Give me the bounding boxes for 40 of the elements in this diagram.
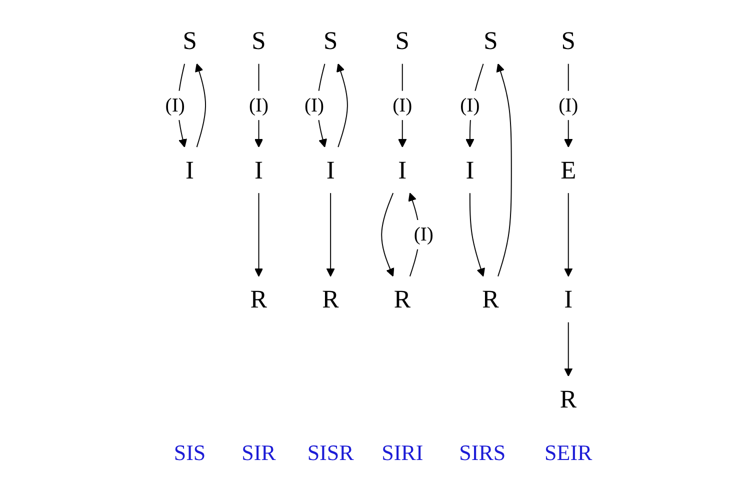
- state-letter: I: [254, 156, 263, 184]
- arrow: [254, 192, 264, 277]
- arrow: [564, 192, 573, 277]
- state-letter: I: [564, 285, 573, 314]
- state-letter: I: [326, 156, 335, 184]
- state-letter: I: [466, 156, 474, 184]
- state-letter: R: [394, 285, 411, 314]
- state-letter: S: [484, 26, 498, 56]
- edge-label: (I): [460, 90, 480, 120]
- model-name: SIRI: [382, 440, 424, 466]
- arrow: [496, 63, 512, 277]
- edge-label: (I): [558, 90, 578, 120]
- model-name: SIR: [242, 440, 276, 466]
- model-name: SISR: [307, 440, 354, 466]
- model-name: SEIR: [544, 440, 592, 466]
- arrow: [326, 192, 335, 277]
- state-letter: R: [482, 285, 500, 314]
- edge-label: (I): [165, 90, 185, 120]
- state-letter: I: [398, 156, 407, 184]
- state-letter: I: [186, 156, 194, 184]
- edge-label: (I): [248, 90, 269, 120]
- state-letter: S: [395, 26, 410, 56]
- state-letter: S: [182, 26, 197, 56]
- arrow: [336, 63, 348, 148]
- model-name: SIRS: [459, 440, 506, 466]
- state-letter: R: [560, 384, 577, 414]
- state-letter: S: [252, 26, 266, 56]
- edge-label: (I): [392, 90, 412, 120]
- state-letter: R: [322, 285, 340, 314]
- edge-label: (I): [414, 220, 434, 250]
- arrow: [381, 192, 394, 277]
- arrow: [195, 63, 206, 148]
- arrow: [469, 192, 485, 277]
- model-name: SIS: [174, 440, 206, 466]
- state-letter: R: [250, 285, 268, 314]
- state-letter: S: [561, 26, 576, 56]
- arrow: [564, 322, 573, 377]
- edge-label: (I): [304, 90, 324, 120]
- state-letter: S: [323, 26, 338, 56]
- state-letter: E: [560, 156, 576, 184]
